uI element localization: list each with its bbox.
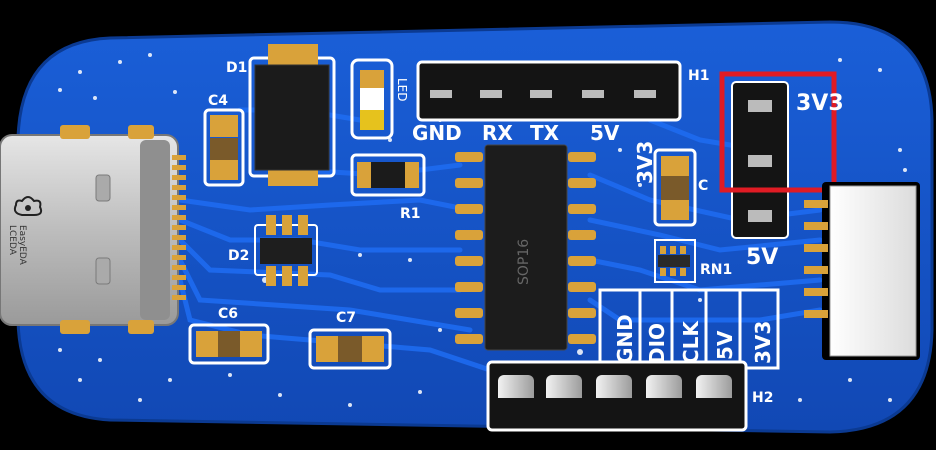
- h1-pin-labels: GND RX TX 5V: [412, 121, 620, 145]
- label-r1: R1: [400, 206, 421, 222]
- capacitor-c6: [188, 323, 270, 365]
- h2-label-boxes: [598, 288, 780, 370]
- header-h1: [416, 60, 682, 122]
- label-d1: D1: [226, 60, 247, 76]
- usb-c-connector: EasyEDA LCEDA: [0, 125, 186, 334]
- side-connector: [804, 182, 920, 360]
- pcb-board: [16, 20, 934, 434]
- h2-label-clk: CLK: [679, 320, 703, 364]
- usb-logo-text: EasyEDA: [17, 225, 27, 266]
- label-h2: H2: [752, 390, 773, 406]
- jumper-label-5v: 5V: [746, 245, 778, 270]
- h2-label-5v: 5V: [713, 330, 737, 360]
- label-c-right: C: [698, 178, 708, 194]
- diode-array-d2: [254, 215, 318, 286]
- led-component: [350, 58, 394, 140]
- jumper-header: [731, 81, 789, 239]
- resistor-r1: [350, 153, 426, 197]
- capacitor-c4: [203, 108, 245, 187]
- highlight-box: [719, 71, 837, 193]
- h1-label-rx: RX: [482, 121, 513, 145]
- usb-logo-text-2: LCEDA: [7, 225, 17, 256]
- diode-d1: [248, 44, 336, 186]
- label-c4: C4: [208, 93, 228, 109]
- jumper-label-3v3: 3V3: [796, 91, 844, 116]
- label-c7: C7: [336, 310, 356, 326]
- label-d2: D2: [228, 248, 249, 264]
- label-led: LED: [395, 78, 409, 102]
- h1-label-5v: 5V: [590, 121, 620, 145]
- h2-label-gnd: GND: [613, 314, 637, 364]
- header-h2: [486, 360, 748, 432]
- resistor-network-rn1: [654, 239, 696, 283]
- capacitor-c-right: [653, 148, 697, 227]
- easyeda-logo-icon: [13, 196, 43, 216]
- label-rn1: RN1: [700, 262, 732, 278]
- h2-label-dio: DIO: [645, 323, 669, 364]
- capacitor-c7: [308, 328, 392, 370]
- label-c6: C6: [218, 306, 238, 322]
- ic-sop16: [455, 144, 596, 351]
- h1-label-gnd: GND: [412, 121, 462, 145]
- h2-label-3v3: 3V3: [751, 321, 775, 364]
- label-h1: H1: [688, 68, 709, 84]
- h1-label-3v3: 3V3: [633, 141, 657, 184]
- h1-label-tx: TX: [530, 121, 560, 145]
- label-sop16: SOP16: [516, 239, 532, 285]
